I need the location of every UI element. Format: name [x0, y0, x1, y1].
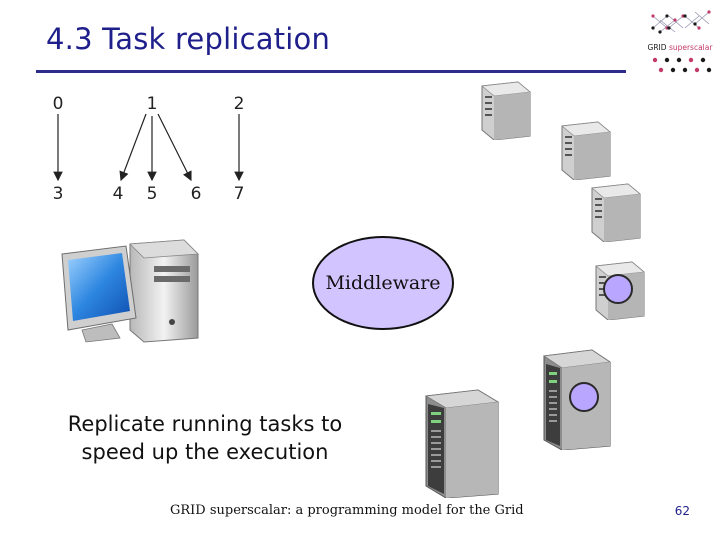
task-node-6: 6: [191, 184, 202, 204]
task-node-7: 7: [234, 184, 245, 204]
slide-title: 4.3 Task replication: [46, 22, 331, 56]
page-number: 62: [674, 504, 690, 518]
task-node-3: 3: [53, 184, 64, 204]
grid-superscalar-logo: GRID superscalar: [645, 6, 715, 78]
running-task-icon: [603, 274, 633, 304]
desktop-computer-icon: [61, 239, 199, 343]
tower-server-icon: [591, 183, 641, 242]
task-node-5: 5: [147, 184, 158, 204]
caption-line-1: Replicate running tasks to: [67, 412, 343, 436]
tower-server-icon: [424, 389, 500, 498]
edge-1-4: [119, 113, 147, 182]
task-node-4: 4: [113, 184, 124, 204]
slide-footer: GRID superscalar: a programming model fo…: [170, 503, 524, 518]
edge-1-6: [157, 113, 192, 182]
slide-caption: Replicate running tasks to speed up the …: [40, 410, 370, 466]
logo-word-superscalar: superscalar: [668, 43, 713, 52]
logo-dot-grid-icon: [651, 10, 712, 73]
logo-wordmark: GRID superscalar: [645, 43, 715, 52]
tower-server-icon: [481, 81, 531, 140]
middleware-label: Middleware: [325, 272, 441, 294]
caption-line-2: speed up the execution: [81, 440, 329, 464]
task-node-1: 1: [147, 94, 158, 114]
title-underline: [36, 70, 626, 73]
logo-word-grid: GRID: [647, 43, 667, 52]
middleware-node: Middleware: [312, 236, 454, 330]
task-node-0: 0: [53, 94, 64, 114]
task-node-2: 2: [234, 94, 245, 114]
running-task-icon: [569, 382, 599, 412]
tower-server-icon: [561, 121, 611, 180]
